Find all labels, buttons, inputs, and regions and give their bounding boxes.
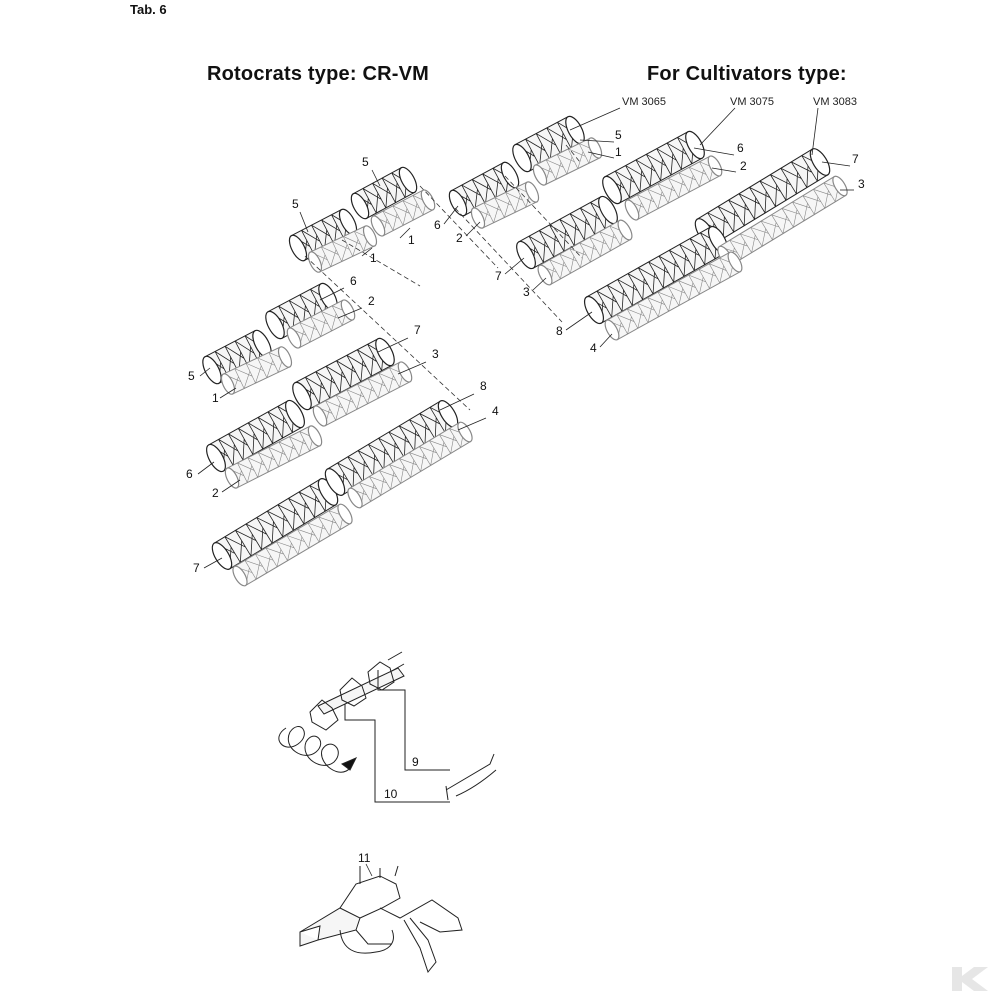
callout-c1: 1	[408, 233, 415, 247]
callout-c8: 8	[556, 324, 563, 338]
bracket-assembly	[299, 865, 463, 974]
callout-c1: 1	[615, 145, 622, 159]
callout-c10: 10	[384, 787, 398, 801]
roller-4b	[604, 251, 743, 341]
roller-2d	[624, 155, 723, 221]
roller-6b	[206, 399, 305, 473]
model-label-vm3083: VM 3083	[813, 96, 858, 108]
callout-c5: 5	[188, 369, 195, 383]
callout-c3: 3	[432, 347, 439, 361]
callout-c3: 3	[523, 285, 530, 299]
roller-7b	[211, 478, 339, 570]
callout-c2: 2	[456, 231, 463, 245]
roller-1d	[532, 137, 603, 186]
model-label-vm3065: VM 3065	[622, 96, 667, 108]
callout-c1: 1	[370, 251, 377, 265]
roller-3b	[232, 503, 353, 587]
callout-c2: 2	[212, 486, 219, 500]
roller-6d	[602, 130, 705, 205]
roller-2a	[286, 299, 356, 349]
callout-c4: 4	[492, 404, 499, 418]
title-rotocrats: Rotocrats type: CR-VM	[207, 63, 429, 85]
callout-c7: 7	[852, 152, 859, 166]
dashed-connectors	[304, 144, 583, 411]
callout-c6: 6	[434, 218, 441, 232]
callout-c7: 7	[495, 269, 502, 283]
callout-c11: 11	[358, 851, 371, 865]
roller-7a	[292, 337, 395, 411]
callout-c3: 3	[858, 177, 865, 191]
callout-c4: 4	[590, 341, 597, 355]
callout-c7: 7	[414, 323, 421, 337]
callout-c2: 2	[368, 294, 375, 308]
callout-c1: 1	[212, 391, 219, 405]
model-label-vm3075: VM 3075	[730, 96, 775, 108]
callout-c7: 7	[193, 561, 200, 575]
callout-c8: 8	[480, 379, 487, 393]
roller-5c	[202, 329, 272, 385]
callout-c5: 5	[292, 197, 299, 211]
roller-1c	[220, 346, 293, 395]
roller-4a	[347, 421, 473, 509]
callout-c6: 6	[737, 141, 744, 155]
callout-c5: 5	[362, 155, 369, 169]
callout-c9: 9	[412, 755, 419, 769]
callout-c6: 6	[186, 467, 193, 481]
roller-8a	[324, 400, 459, 496]
callout-c2: 2	[740, 159, 747, 173]
callout-c6: 6	[350, 274, 357, 288]
roller-3c	[537, 219, 633, 286]
roller-5b	[350, 166, 418, 220]
rotor-assembly	[278, 651, 497, 803]
tab-label: Tab. 6	[130, 2, 167, 17]
assembly-drawings	[278, 651, 497, 974]
roller-5d	[512, 115, 585, 173]
roller-1a	[307, 225, 378, 273]
roller-3a	[312, 361, 413, 427]
parts-layer	[202, 115, 848, 587]
brand-logo-icon	[952, 967, 988, 991]
roller-1b	[370, 189, 436, 237]
callout-c5: 5	[615, 128, 622, 142]
leader-lines	[197, 107, 854, 877]
title-cultivators: For Cultivators type:	[647, 63, 847, 85]
roller-2c	[470, 181, 540, 229]
